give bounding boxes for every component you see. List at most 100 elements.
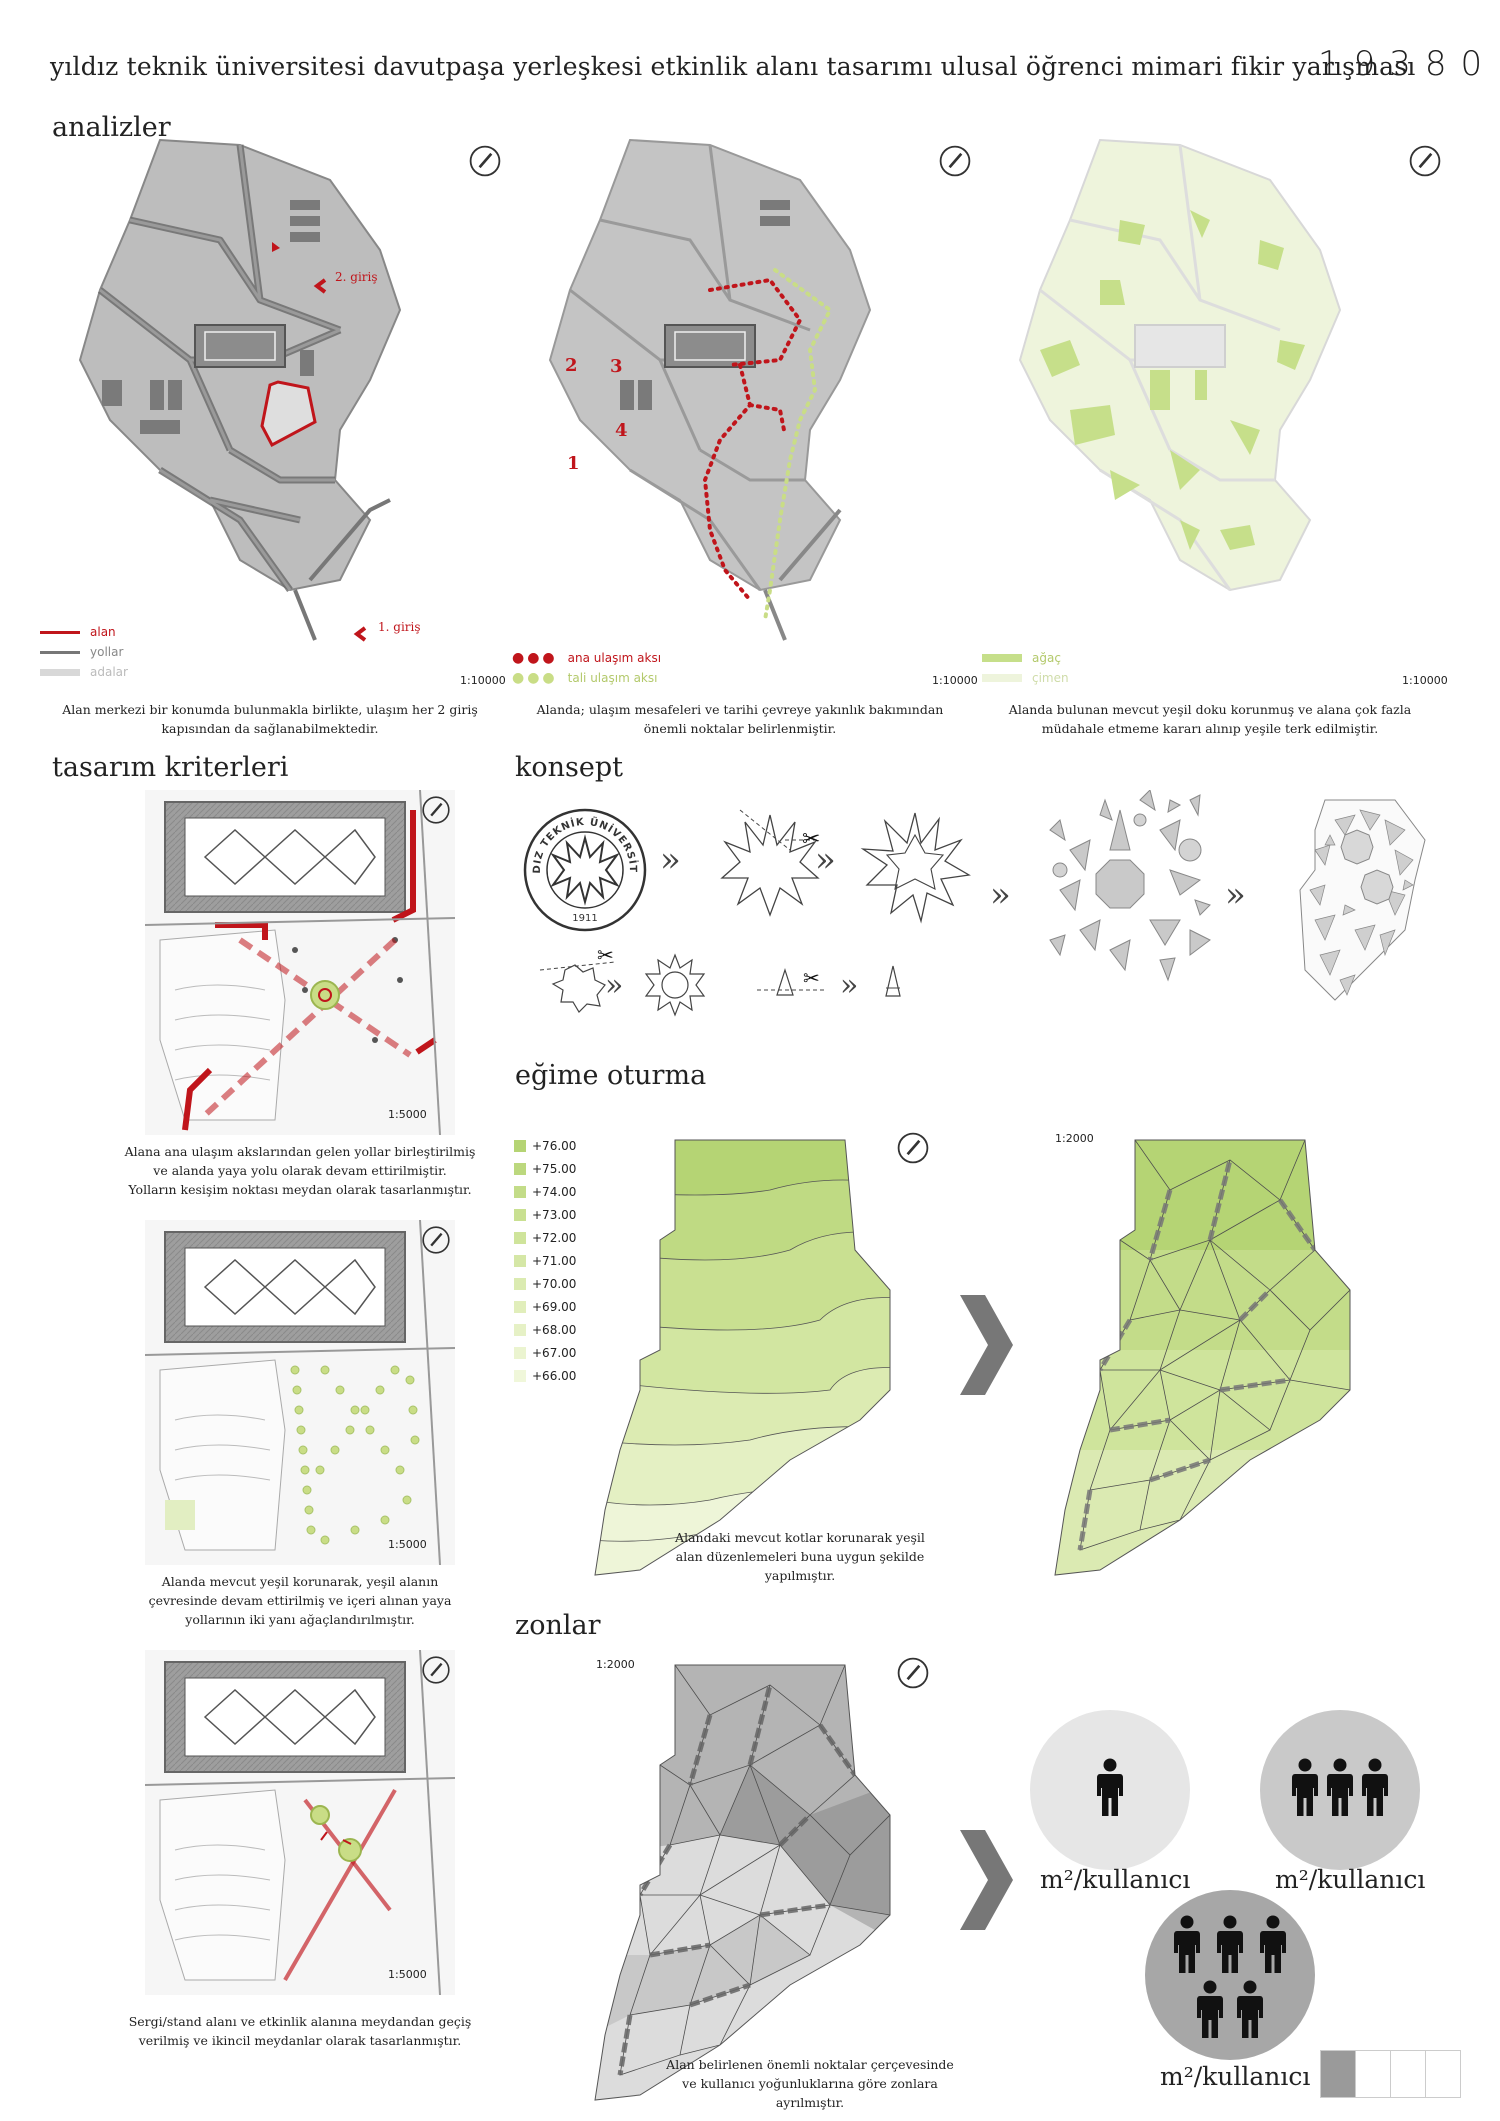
person-icon <box>1215 1915 1245 1975</box>
criteria-caption-1: Alana ana ulaşım akslarından gelen yolla… <box>124 1144 476 1197</box>
density-circle-low <box>1030 1710 1190 1870</box>
criteria-caption-2: Alanda mevcut yeşil korunarak, yeşil ala… <box>148 1574 452 1627</box>
scale-label: 1:10000 <box>932 674 978 687</box>
scale-label: 1:5000 <box>388 1538 427 1551</box>
elevation-legend-item: +71.00 <box>514 1249 576 1272</box>
north-arrow-icon <box>895 1130 931 1166</box>
criteria-map-1: 1:5000 <box>145 790 455 1135</box>
elevation-value: +72.00 <box>532 1230 577 1245</box>
legend-item: ●●●ana ulaşım aksı <box>512 650 662 666</box>
criteria-caption-3: Sergi/stand alanı ve etkinlik alanına me… <box>128 2014 472 2048</box>
elevation-legend: +76.00+75.00+74.00+73.00+72.00+71.00+70.… <box>514 1134 576 1387</box>
point-label-3: 3 <box>610 356 623 377</box>
elevation-swatch <box>514 1139 526 1152</box>
zones-site-plan <box>594 1664 891 2101</box>
criteria-plan <box>145 790 455 1135</box>
north-arrow-icon <box>420 1654 452 1686</box>
elevation-swatch <box>514 1254 526 1267</box>
point-label-1: 1 <box>567 453 580 474</box>
section-title-concept: konsept <box>515 752 623 783</box>
campus-map-roads <box>78 138 402 642</box>
person-icon <box>1325 1758 1355 1818</box>
concept-arrow: » <box>990 875 1011 915</box>
analysis-map-3 <box>980 120 1440 680</box>
triangulated-site-plan <box>1054 1139 1351 1576</box>
north-arrow-icon <box>420 1224 452 1256</box>
elevation-swatch <box>514 1231 526 1244</box>
criteria-map-2: 1:5000 <box>145 1220 455 1565</box>
point-label-2: 2 <box>565 355 578 376</box>
density-label-high: m²/kullanıcı <box>1160 2062 1311 2091</box>
north-arrow-icon <box>420 794 452 826</box>
elevation-value: +67.00 <box>532 1345 577 1360</box>
density-label-low: m²/kullanıcı <box>1040 1865 1191 1894</box>
scale-label: 1:5000 <box>388 1968 427 1981</box>
polygon-cut-diagram: ✂ <box>539 943 616 1013</box>
analysis-caption-1: Alan merkezi bir konumda bulunmakla birl… <box>62 702 478 736</box>
campus-map-axes <box>548 138 872 641</box>
legend-item: adalar <box>40 662 160 682</box>
criteria-plan <box>145 1650 455 1995</box>
legend-map-3: ağaç çimen <box>982 648 1069 688</box>
criteria-map-3: 1:5000 <box>145 1650 455 1995</box>
person-icon <box>1195 1980 1225 2040</box>
legend-item: alan <box>40 622 160 642</box>
svg-text:✂: ✂ <box>803 966 820 990</box>
elevation-legend-item: +67.00 <box>514 1341 576 1364</box>
person-icon <box>1258 1915 1288 1975</box>
person-icon <box>1172 1915 1202 1975</box>
person-icon <box>1360 1758 1390 1818</box>
analysis-map-1: 2. giriş 1. giriş <box>40 120 500 680</box>
elevation-legend-item: +68.00 <box>514 1318 576 1341</box>
legend-item: yollar <box>40 642 160 662</box>
elevation-legend-item: +66.00 <box>514 1364 576 1387</box>
concept-arrow: » <box>1225 875 1246 915</box>
university-seal: YILDIZ TEKNİK ÜNİVERSİTESİ 1911 <box>520 805 650 935</box>
scale-label: 1:10000 <box>1402 674 1448 687</box>
triangle-cut-diagram: ✂ <box>757 966 825 996</box>
gate-label-1: 1. giriş <box>378 620 421 634</box>
scale-label: 1:2000 <box>596 1658 635 1671</box>
poster-title: yıldız teknik üniversitesi davutpaşa yer… <box>50 52 1416 81</box>
scale-label: 1:10000 <box>460 674 506 687</box>
star-cut-diagram: ✂ <box>720 809 820 917</box>
scale-label: 1:5000 <box>388 1108 427 1121</box>
person-icon <box>1235 1980 1265 2040</box>
section-title-slope: eğime oturma <box>515 1060 707 1091</box>
north-arrow-icon <box>895 1655 931 1691</box>
analysis-caption-3: Alanda bulunan mevcut yeşil doku korunmu… <box>1008 702 1412 736</box>
triangle-shape-diagram <box>885 965 901 997</box>
concept-arrow: » <box>840 968 859 1003</box>
elevation-value: +74.00 <box>532 1184 577 1199</box>
elevation-value: +68.00 <box>532 1322 577 1337</box>
elevation-swatch <box>514 1162 526 1175</box>
elevation-swatch <box>514 1185 526 1198</box>
scattered-fragments-diagram <box>1049 790 1211 982</box>
concept-arrow: » <box>605 968 624 1003</box>
legend-map-2: ●●●ana ulaşım aksı ●●●tali ulaşım aksı <box>512 648 661 688</box>
entry-code: 19380 <box>1318 44 1497 84</box>
density-circle-high <box>1145 1890 1315 2060</box>
density-label-medium: m²/kullanıcı <box>1275 1865 1426 1894</box>
person-icon <box>1095 1758 1125 1818</box>
elevation-swatch <box>514 1277 526 1290</box>
elevation-swatch <box>514 1300 526 1313</box>
analysis-map-2: 2 3 4 1 <box>510 120 970 680</box>
legend-item: çimen <box>982 668 1069 688</box>
scale-label: 1:2000 <box>1055 1132 1094 1145</box>
legend-item: ●●●tali ulaşım aksı <box>512 670 658 686</box>
elevation-legend-item: +73.00 <box>514 1203 576 1226</box>
north-arrow-icon <box>467 143 503 179</box>
star-outline-diagram <box>860 812 971 924</box>
chevron-right-icon <box>960 1830 1013 1930</box>
contour-site-plan <box>594 1139 891 1576</box>
elevation-legend-item: +69.00 <box>514 1295 576 1318</box>
concept-arrow: » <box>660 840 681 880</box>
svg-text:✂: ✂ <box>597 943 614 967</box>
section-title-analysis: analizler <box>52 112 171 143</box>
site-fragments-diagram <box>1299 799 1426 1001</box>
density-circle-medium <box>1260 1710 1420 1870</box>
elevation-legend-item: +72.00 <box>514 1226 576 1249</box>
elevation-swatch <box>514 1369 526 1382</box>
